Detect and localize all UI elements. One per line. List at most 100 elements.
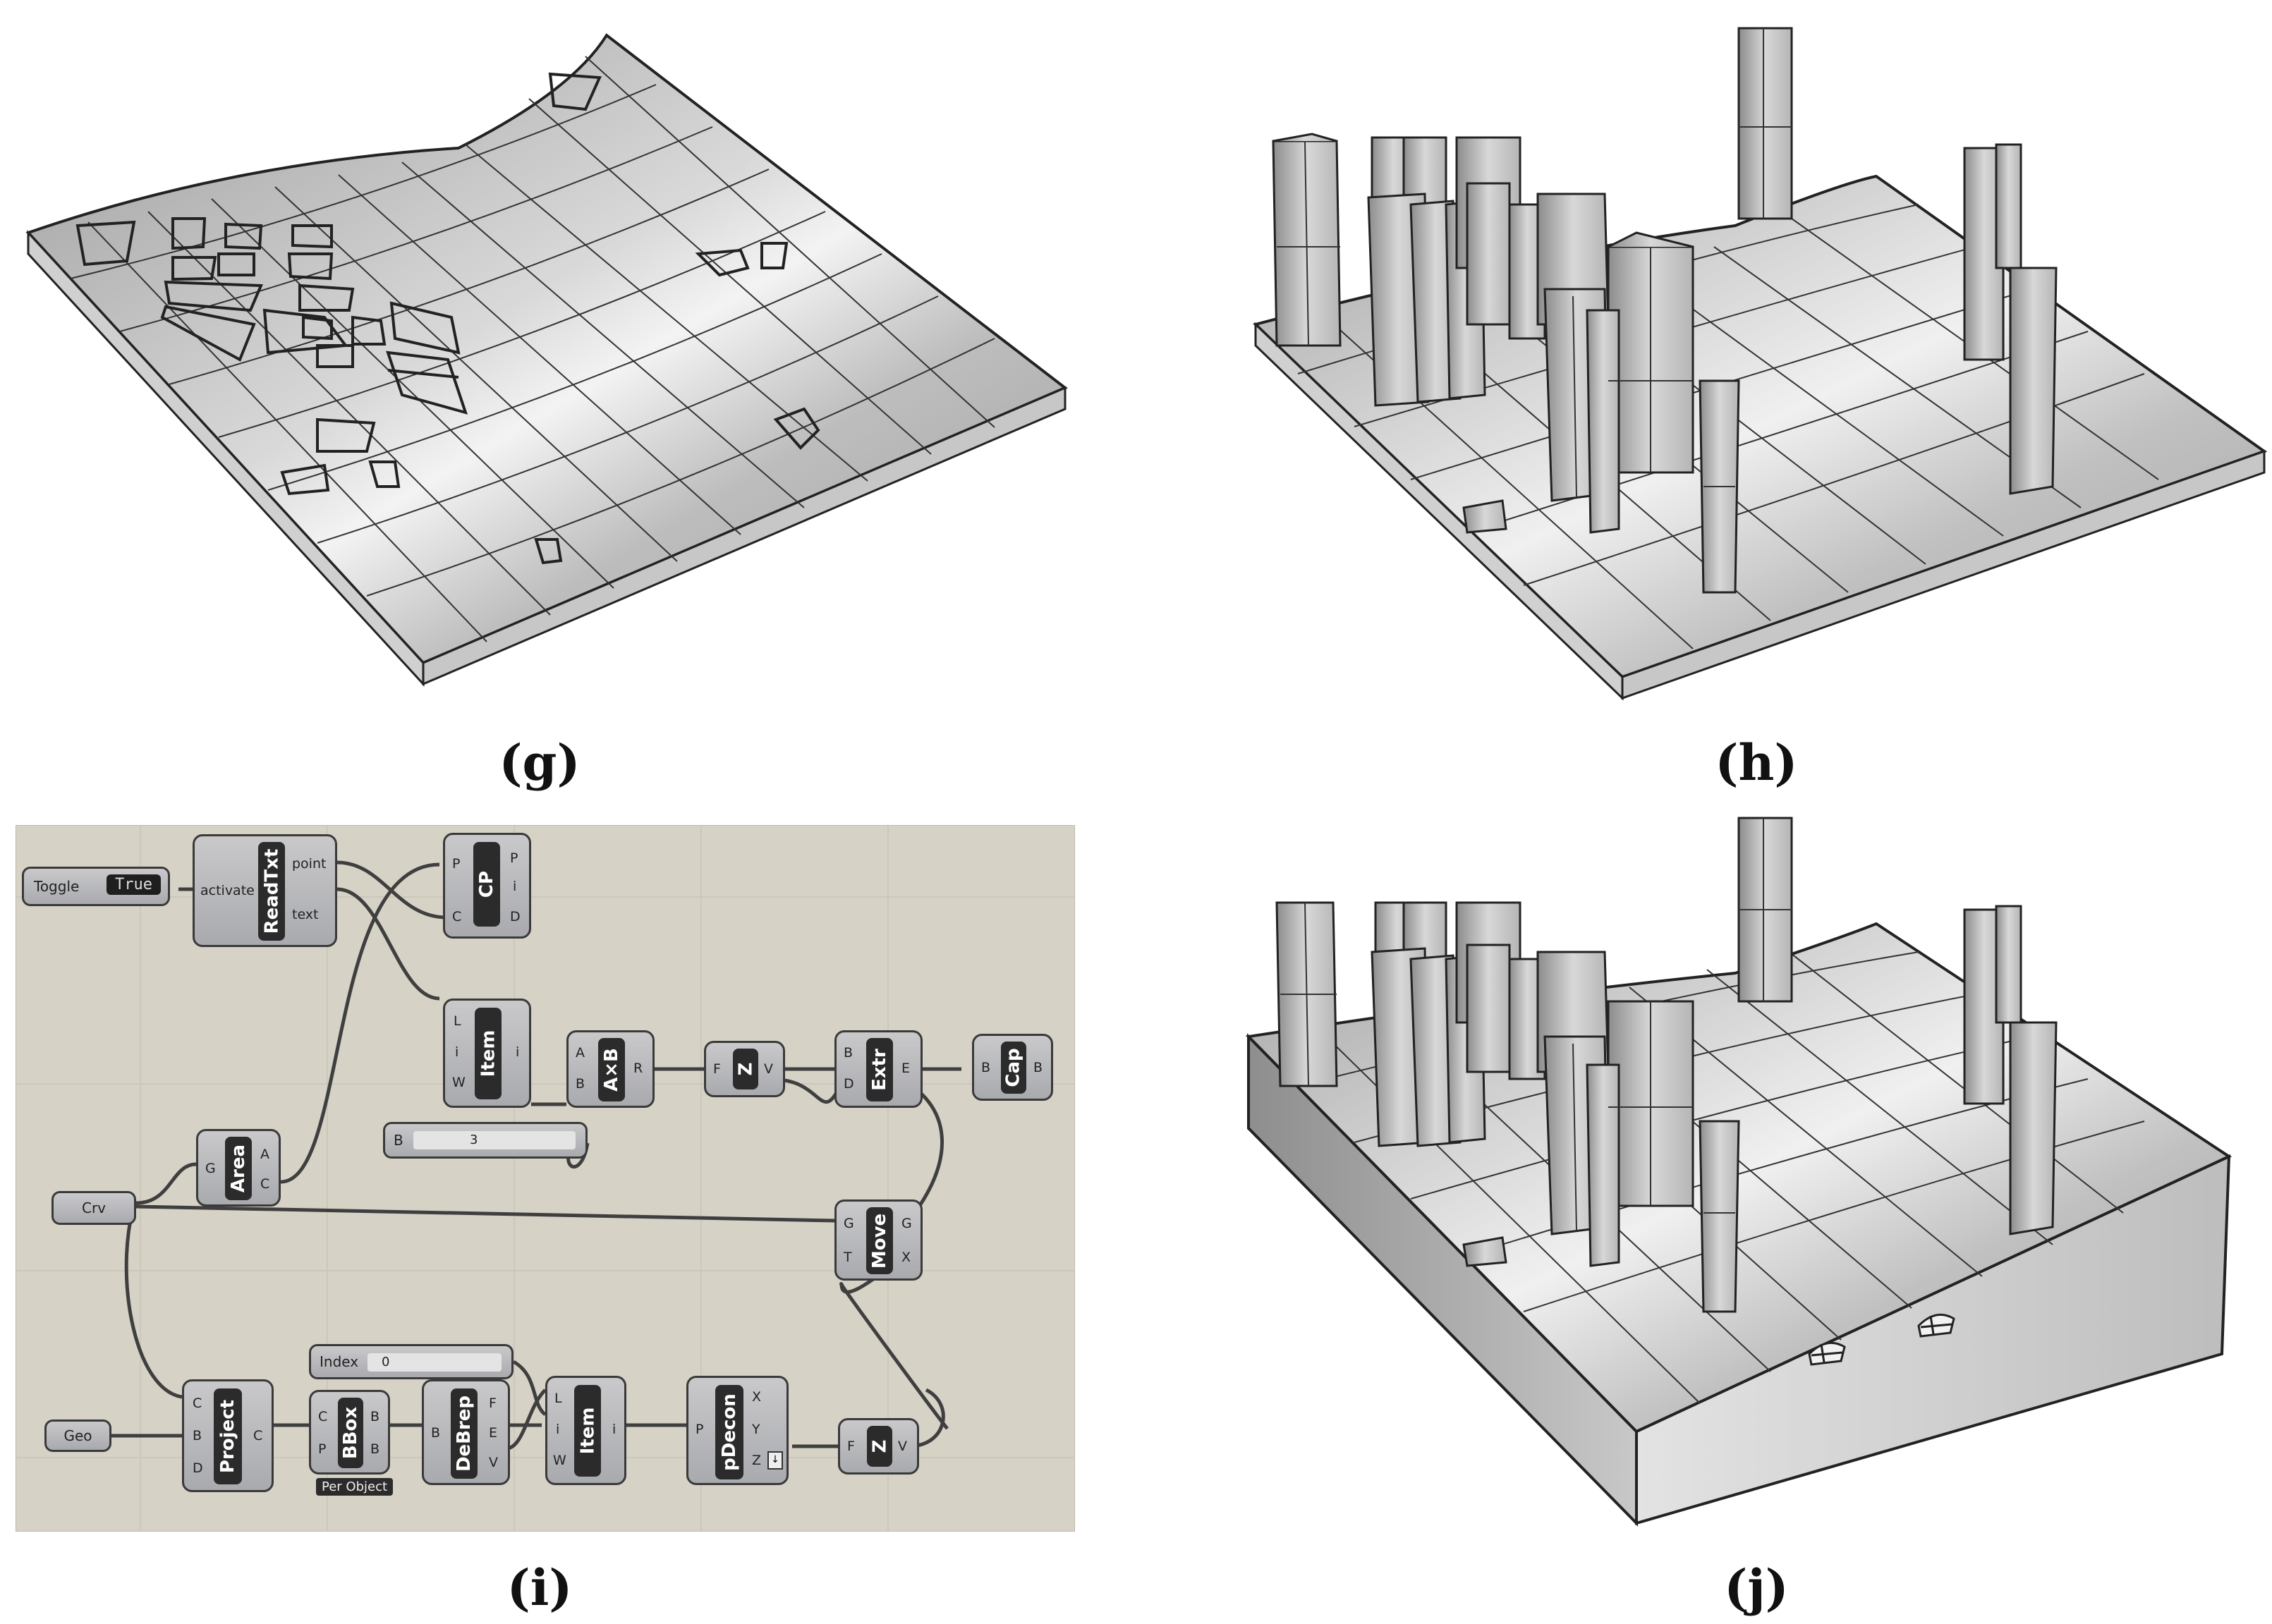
readtxt-output-point: point <box>292 856 327 872</box>
project-input-b: B <box>193 1428 202 1443</box>
pdecon-flatten-icon[interactable]: ↓ <box>767 1451 783 1470</box>
z2-title: Z <box>867 1426 892 1467</box>
geo-param[interactable]: Geo <box>44 1420 111 1452</box>
readtxt-node[interactable]: activate ReadTxt point text <box>193 834 337 947</box>
cp-output-d: D <box>510 909 521 924</box>
extr-input-b: B <box>844 1045 853 1061</box>
item2-input-l: L <box>554 1391 562 1406</box>
axb-input-b: B <box>576 1076 585 1092</box>
bbox-per-object-tag: Per Object <box>316 1478 394 1496</box>
debrep-node[interactable]: B DeBrep F E V <box>422 1379 510 1485</box>
area-node[interactable]: G Area A C <box>196 1129 281 1207</box>
move-output-x: X <box>901 1250 911 1265</box>
project-input-c: C <box>193 1396 202 1411</box>
toggle-param[interactable]: Toggle True <box>22 867 170 906</box>
extr-node[interactable]: B D Extr E <box>834 1030 923 1108</box>
bbox-node[interactable]: C P BBox B B <box>309 1390 390 1475</box>
z2-output-v: V <box>898 1439 907 1454</box>
grasshopper-canvas[interactable]: Toggle True activate ReadTxt point text … <box>16 825 1075 1532</box>
slider-b-track[interactable] <box>413 1131 576 1149</box>
extr-output-e: E <box>901 1061 911 1076</box>
area-output-a: A <box>260 1147 269 1162</box>
item2-input-w: W <box>553 1453 566 1468</box>
toggle-value[interactable]: True <box>107 874 161 895</box>
pdecon-title: pDecon <box>715 1385 743 1479</box>
pdecon-node[interactable]: P pDecon X Y Z ↓ <box>686 1376 789 1485</box>
index-value: 0 <box>382 1355 390 1369</box>
index-label: Index <box>320 1353 359 1370</box>
project-title: Project <box>214 1388 242 1484</box>
bbox-output-b2: B <box>370 1441 380 1457</box>
extr-input-d: D <box>844 1076 854 1092</box>
crv-label: Crv <box>81 1199 107 1216</box>
item-node-1[interactable]: L i W Item i <box>443 999 531 1108</box>
item-node-2[interactable]: L i W Item i <box>545 1376 626 1485</box>
move-input-g: G <box>844 1216 854 1231</box>
index-track[interactable] <box>367 1353 502 1372</box>
item1-title: Item <box>475 1008 502 1099</box>
pdecon-input-p: P <box>695 1422 704 1437</box>
toggle-label: Toggle <box>34 878 80 895</box>
cp-output-p: P <box>510 850 518 866</box>
bbox-input-p: P <box>318 1441 327 1457</box>
cp-output-i: i <box>513 879 517 894</box>
readtxt-input-activate: activate <box>200 883 255 898</box>
index-slider[interactable]: Index 0 <box>309 1344 514 1379</box>
item1-input-i: i <box>455 1044 459 1060</box>
move-input-t: T <box>844 1250 852 1265</box>
slider-b-label: B <box>394 1132 403 1149</box>
item2-title: Item <box>574 1385 601 1477</box>
area-input-g: G <box>205 1161 216 1176</box>
solid-site-model-render <box>1245 817 2232 1527</box>
caption-g: (g) <box>499 733 581 792</box>
caption-i: (i) <box>506 1558 573 1617</box>
axb-title: A×B <box>598 1038 625 1101</box>
z2-input-f: F <box>847 1439 855 1454</box>
geo-label: Geo <box>63 1427 92 1444</box>
z-node-1[interactable]: F Z V <box>704 1041 785 1097</box>
readtxt-title: ReadTxt <box>258 842 285 941</box>
cap-input-b: B <box>981 1060 991 1075</box>
bbox-output-b1: B <box>370 1409 380 1424</box>
axb-output-r: R <box>633 1061 643 1076</box>
z1-title: Z <box>733 1049 758 1089</box>
pdecon-output-z: Z <box>752 1453 762 1468</box>
bbox-input-c: C <box>318 1409 328 1424</box>
slider-b[interactable]: B 3 <box>383 1122 588 1159</box>
z1-input-f: F <box>713 1061 721 1077</box>
crv-param[interactable]: Crv <box>51 1191 136 1225</box>
item2-input-i: i <box>556 1422 560 1437</box>
z-node-2[interactable]: F Z V <box>838 1418 919 1475</box>
project-input-d: D <box>193 1460 203 1476</box>
debrep-output-f: F <box>489 1396 497 1411</box>
debrep-title: DeBrep <box>451 1388 478 1479</box>
move-output-g: G <box>901 1216 912 1231</box>
cap-node[interactable]: B Cap B <box>972 1034 1053 1101</box>
caption-h: (h) <box>1715 733 1798 792</box>
project-output-c: C <box>253 1428 263 1443</box>
debrep-output-v: V <box>489 1455 498 1470</box>
z1-output-v: V <box>764 1061 773 1077</box>
axb-node[interactable]: A B A×B R <box>566 1030 655 1108</box>
item1-output-i: i <box>516 1044 520 1060</box>
cap-output-b: B <box>1033 1060 1043 1075</box>
terrain-footprints-render <box>25 33 1068 687</box>
cap-title: Cap <box>1001 1042 1026 1094</box>
bbox-title: BBox <box>338 1398 363 1468</box>
debrep-input-b: B <box>431 1425 441 1441</box>
item2-output-i: i <box>612 1422 616 1437</box>
axb-input-a: A <box>576 1045 585 1061</box>
move-title: Move <box>866 1207 893 1274</box>
caption-j: (j) <box>1724 1558 1789 1617</box>
item1-input-l: L <box>454 1013 461 1029</box>
pdecon-output-x: X <box>752 1389 762 1405</box>
project-node[interactable]: C B D Project C <box>182 1379 274 1492</box>
extr-title: Extr <box>866 1038 893 1101</box>
move-node[interactable]: G T Move G X <box>834 1199 923 1281</box>
area-output-c: C <box>260 1176 270 1192</box>
cp-input-p: P <box>452 856 461 872</box>
cp-input-c: C <box>452 909 462 924</box>
pdecon-output-y: Y <box>752 1422 760 1437</box>
item1-input-w: W <box>452 1075 466 1090</box>
cp-node[interactable]: P C CP P i D <box>443 833 531 939</box>
